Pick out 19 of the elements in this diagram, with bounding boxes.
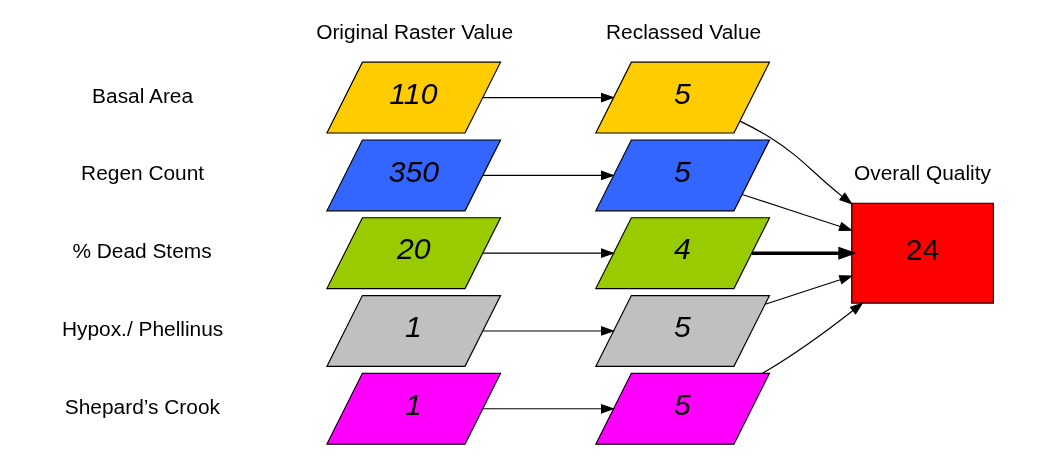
arrow [481,326,615,336]
label: Original Raster Value [315,19,513,43]
arrow [481,170,615,181]
arrow [481,248,615,259]
arrow [481,92,615,103]
label: Reclassed Value [605,19,761,43]
arrow [764,275,853,305]
node-box: 24 [850,202,994,304]
label: Shepard’s Crook [64,394,220,418]
arrow [751,246,857,260]
arrow [739,120,853,205]
arrow [481,403,615,414]
arrow [761,302,864,374]
label: Basal Area [91,83,193,107]
label: % Dead Stems [71,239,212,263]
label: Regen Count [80,161,204,185]
label: Hypox./ Phellinus [61,317,223,341]
arrow [741,193,853,232]
label: Overall Quality [853,161,991,185]
